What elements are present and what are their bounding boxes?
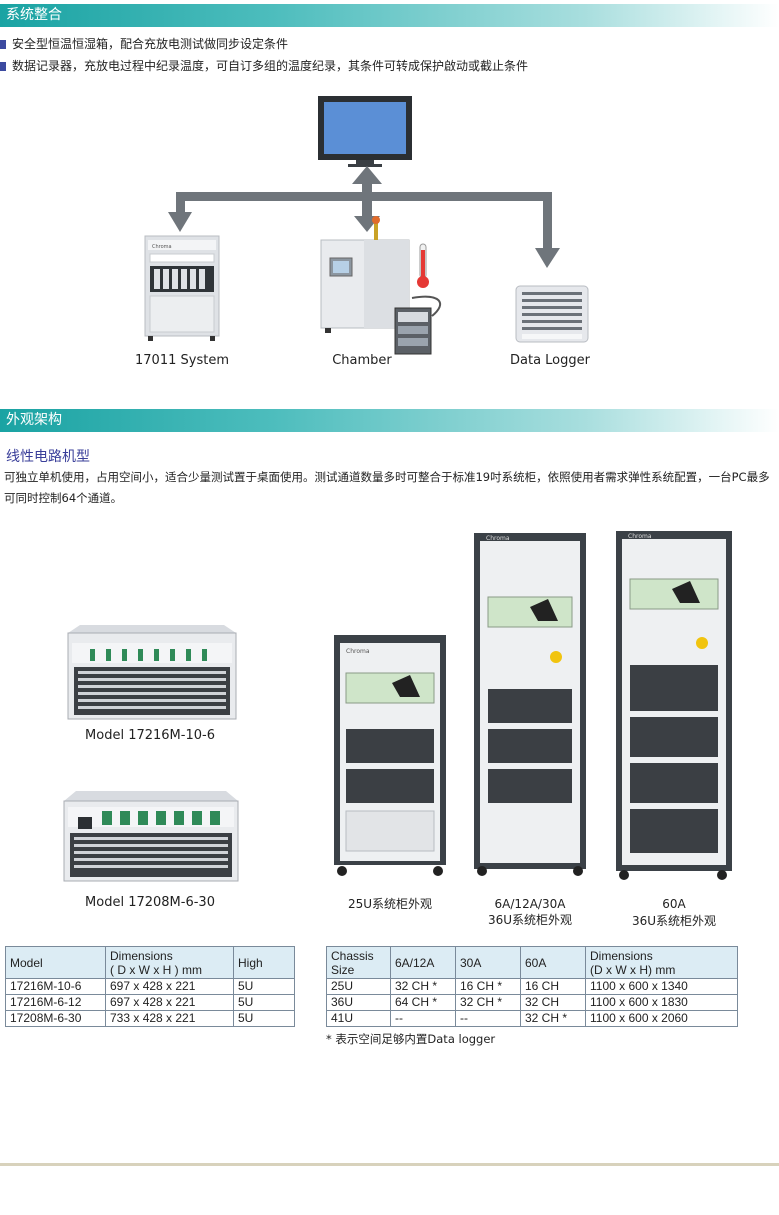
table-header-cell: Dimensions( D x W x H ) mm	[105, 946, 234, 979]
table-header-cell: Model	[5, 946, 106, 979]
product-caption: 6A/12A/30A	[494, 897, 566, 911]
bullet-square-icon	[0, 62, 6, 71]
logo-text: Chroma	[152, 244, 172, 250]
logo-text: Chroma	[346, 648, 370, 655]
table-header-row: Model Dimensions( D x W x H ) mm High	[5, 946, 295, 979]
bullet-item: 安全型恒温恒湿箱，配合充放电测试做同步设定条件	[0, 36, 288, 52]
connection-arrows	[168, 166, 560, 268]
diagram-label: Chamber	[332, 353, 392, 368]
product-caption: 25U系统柜外观	[347, 897, 433, 911]
unit-17208m-image	[63, 791, 239, 882]
diagram-label: 17011 System	[135, 353, 229, 368]
section-header-system: 系统整合	[0, 4, 779, 27]
logo-text: Chroma	[486, 535, 510, 542]
table-row: 41U----32 CH *1100 x 600 x 2060	[326, 1010, 738, 1027]
linear-model-subtitle: 线性电路机型	[6, 449, 90, 465]
table-header-cell: Dimensions(D x W x H) mm	[585, 946, 738, 979]
product-images: Chroma Chroma Chroma	[63, 531, 732, 882]
product-caption: Model 17208M-6-30	[85, 895, 215, 910]
logo-text: Chroma	[628, 533, 652, 540]
product-caption: 60A	[662, 897, 686, 911]
footer-divider	[0, 1163, 779, 1166]
table-footnote: * 表示空间足够内置Data logger	[326, 1032, 496, 1046]
table-header-cell: 6A/12A	[390, 946, 456, 979]
bullet-item: 数据记录器，充放电过程中纪录温度，可自订多组的温度纪录，其条件可转成保护啟动或截…	[0, 58, 528, 74]
cabinet-60a-image: Chroma	[616, 531, 732, 880]
product-caption: Model 17216M-10-6	[85, 728, 215, 743]
cabinet-25u-image: Chroma	[334, 635, 446, 876]
unit-17216m-image	[67, 625, 237, 720]
table-header-cell: 30A	[455, 946, 521, 979]
thermometer-icon	[417, 243, 429, 288]
system-diagram: Chroma	[144, 96, 589, 355]
data-logger-image	[515, 285, 589, 343]
section-title: 系统整合	[6, 7, 62, 23]
product-caption: 36U系统柜外观	[631, 914, 717, 928]
monitor-icon	[318, 96, 412, 167]
table-header-cell: 60A	[520, 946, 586, 979]
table-header-cell: High	[233, 946, 295, 979]
section-header-appearance: 外观架构	[0, 409, 779, 432]
rack-17011-image: Chroma	[144, 235, 220, 341]
linear-model-description: 可独立单机使用，占用空间小，适合少量测试置于桌面使用。测试通道数量多时可整合于标…	[4, 470, 770, 505]
chamber-image	[320, 216, 442, 355]
cabinet-36u-image: Chroma	[474, 533, 586, 876]
section-title: 外观架构	[6, 412, 62, 428]
product-caption: 36U系统柜外观	[487, 913, 573, 927]
diagram-label: Data Logger	[510, 353, 590, 368]
model-dimensions-table: Model Dimensions( D x W x H ) mm High 17…	[5, 946, 295, 1027]
bullet-square-icon	[0, 40, 6, 49]
